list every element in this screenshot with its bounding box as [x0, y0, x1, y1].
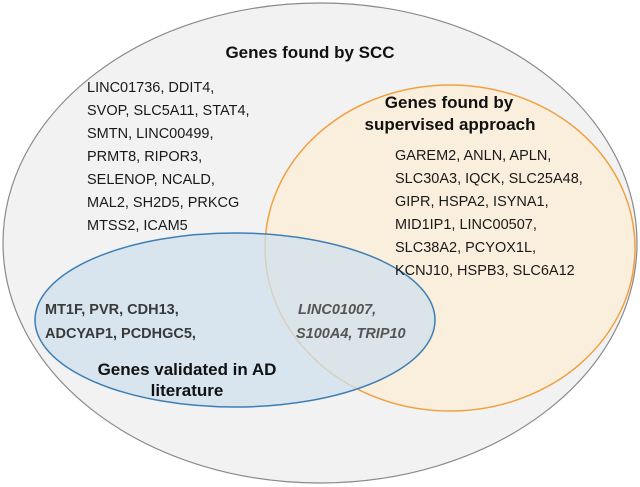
supervised-set-title-line: Genes found by: [385, 93, 514, 112]
ad-literature-set-title-line: Genes validated in AD: [98, 360, 277, 379]
supervised-gene-line: KCNJ10, HSPB3, SLC6A12: [395, 263, 575, 279]
intersection-gene-line: LINC01007,: [298, 302, 376, 318]
scc-gene-line: MAL2, SH2D5, PRKCG: [87, 195, 239, 211]
scc-gene-line: SMTN, LINC00499,: [87, 126, 214, 142]
intersection-gene-list: LINC01007, S100A4, TRIP10: [296, 302, 406, 342]
ad-literature-set-title-line: literature: [151, 381, 224, 400]
supervised-set-title-line: supervised approach: [364, 115, 535, 134]
supervised-gene-list: GAREM2, ANLN, APLN, SLC30A3, IQCK, SLC25…: [395, 148, 583, 279]
scc-gene-list: LINC01736, DDIT4, SVOP, SLC5A11, STAT4, …: [87, 80, 250, 234]
scc-gene-line: SVOP, SLC5A11, STAT4,: [87, 103, 250, 119]
scc-set-title: Genes found by SCC: [225, 43, 394, 62]
ad-literature-gene-list: MT1F, PVR, CDH13, ADCYAP1, PCDHGC5,: [45, 302, 196, 342]
scc-gene-line: LINC01736, DDIT4,: [87, 80, 214, 96]
ad-gene-line: MT1F, PVR, CDH13,: [45, 302, 179, 318]
supervised-gene-line: MID1IP1, LINC00507,: [395, 217, 537, 233]
supervised-gene-line: SLC38A2, PCYOX1L,: [395, 240, 536, 256]
scc-gene-line: SELENOP, NCALD,: [87, 172, 215, 188]
supervised-gene-line: SLC30A3, IQCK, SLC25A48,: [395, 171, 583, 187]
scc-gene-line: MTSS2, ICAM5: [87, 218, 188, 234]
supervised-gene-line: GIPR, HSPA2, ISYNA1,: [395, 194, 549, 210]
intersection-gene-line: S100A4, TRIP10: [296, 326, 406, 342]
ad-literature-set-ellipse: [34, 232, 436, 408]
ad-gene-line: ADCYAP1, PCDHGC5,: [45, 326, 196, 342]
scc-gene-line: PRMT8, RIPOR3,: [87, 149, 202, 165]
supervised-gene-line: GAREM2, ANLN, APLN,: [395, 148, 551, 164]
